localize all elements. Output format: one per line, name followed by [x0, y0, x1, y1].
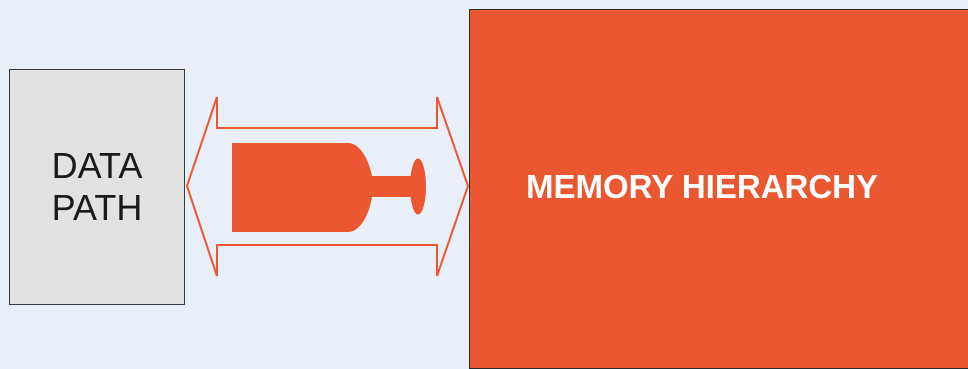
memory-hierarchy-block: MEMORY HIERARCHY — [469, 9, 968, 369]
bottle-icon — [232, 143, 426, 232]
memory-hierarchy-label: MEMORY HIERARCHY — [526, 168, 878, 206]
